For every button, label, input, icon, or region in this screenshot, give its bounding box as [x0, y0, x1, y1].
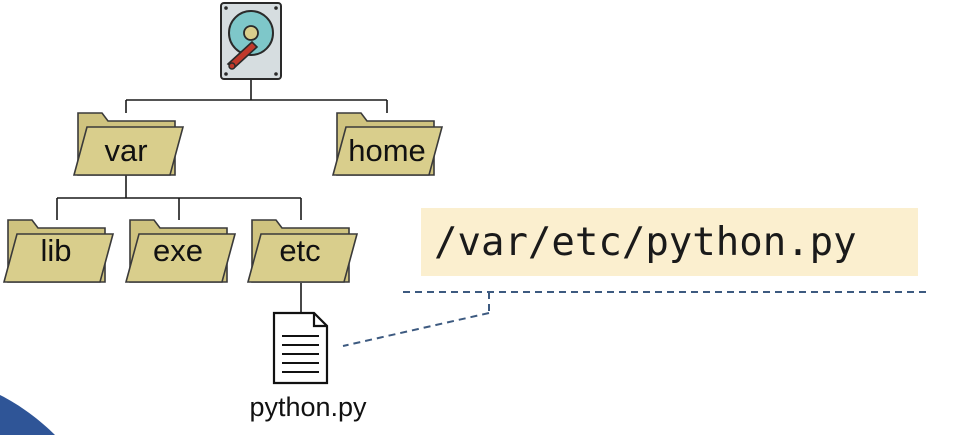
- tree-connectors: [56, 80, 388, 312]
- hard-drive-icon: [220, 2, 282, 80]
- folder-label-home: home: [348, 133, 426, 168]
- folder-lib: [2, 219, 115, 283]
- path-callout-line: [342, 291, 928, 347]
- path-highlight-box: [421, 208, 918, 276]
- folder-exe: [124, 219, 237, 283]
- corner-accent-shape: [0, 395, 55, 435]
- folder-label-lib: lib: [40, 233, 72, 268]
- folder-label-var: var: [104, 133, 148, 168]
- folder-label-etc: etc: [279, 233, 321, 268]
- full-path-text: /var/etc/python.py: [434, 220, 857, 265]
- document-icon: [272, 311, 329, 385]
- folder-label-exe: exe: [153, 233, 203, 268]
- folder-var: [72, 112, 185, 176]
- folder-etc: [246, 219, 359, 283]
- folder-home: [331, 112, 444, 176]
- file-label: python.py: [249, 392, 367, 422]
